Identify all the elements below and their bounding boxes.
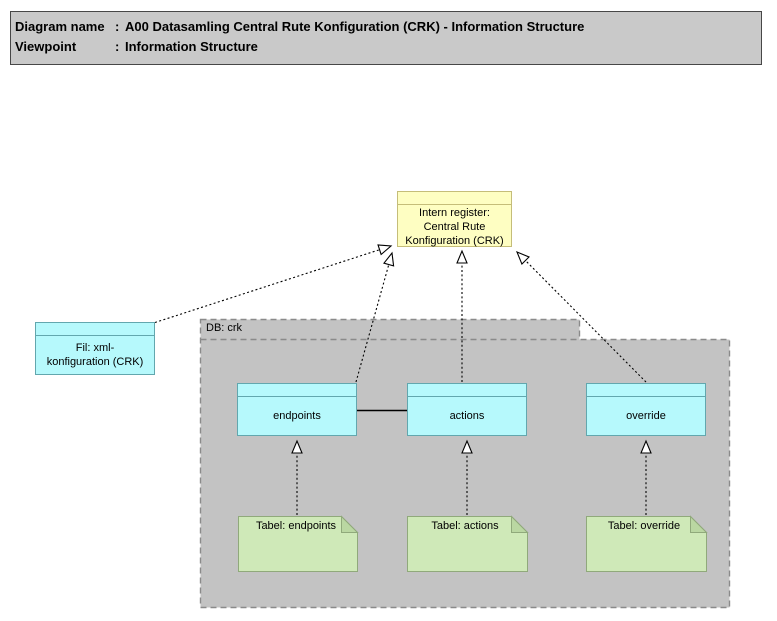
object-override[interactable]: override bbox=[586, 383, 706, 436]
note-tabel-endpoints-label: Tabel: endpoints bbox=[255, 520, 337, 532]
note-tabel-override[interactable] bbox=[586, 515, 708, 572]
note-body bbox=[407, 516, 528, 572]
db-crk-label: DB: crk bbox=[206, 322, 243, 334]
object-header-compartment bbox=[408, 384, 526, 397]
diagram-name-row: Diagram name: A00 Datasamling Central Rut… bbox=[15, 17, 761, 37]
object-override-label: override bbox=[626, 410, 666, 422]
object-endpoints[interactable]: endpoints bbox=[237, 383, 357, 436]
note-tabel-actions-label: Tabel: actions bbox=[431, 520, 499, 532]
object-header-compartment bbox=[238, 384, 356, 397]
diagram-name-colon: : bbox=[115, 19, 120, 34]
viewpoint-value: Information Structure bbox=[125, 39, 258, 54]
note-tabel-actions[interactable] bbox=[407, 515, 529, 572]
viewpoint-label: Viewpoint bbox=[15, 39, 77, 54]
object-intern-register[interactable]: Intern register: Central Rute Konfigurat… bbox=[397, 191, 512, 247]
object-endpoints-label: endpoints bbox=[273, 410, 321, 422]
object-header-compartment bbox=[398, 192, 511, 205]
note-body bbox=[238, 516, 358, 572]
viewpoint-colon: : bbox=[115, 39, 120, 54]
note-fold-corner-icon bbox=[511, 515, 529, 533]
diagram-name-label: Diagram name bbox=[15, 19, 105, 34]
object-actions[interactable]: actions bbox=[407, 383, 527, 436]
connector-endpoints-to-register[interactable] bbox=[355, 251, 395, 383]
diagram-name-value: A00 Datasamling Central Rute Konfigurati… bbox=[125, 19, 585, 34]
object-header-compartment bbox=[36, 323, 154, 336]
note-body bbox=[586, 516, 707, 572]
object-fil-label: Fil: xml- konfiguration (CRK) bbox=[46, 342, 144, 368]
note-tabel-endpoints[interactable] bbox=[238, 515, 359, 572]
object-header-compartment bbox=[587, 384, 705, 397]
object-fil-xml-konfiguration[interactable]: Fil: xml- konfiguration (CRK) bbox=[35, 322, 155, 375]
object-intern-register-label: Intern register: Central Rute Konfigurat… bbox=[405, 207, 504, 247]
note-tabel-override-label: Tabel: override bbox=[607, 520, 681, 532]
object-actions-label: actions bbox=[449, 410, 485, 422]
note-fold-corner-icon bbox=[341, 515, 359, 533]
note-fold-corner-icon bbox=[690, 515, 708, 533]
diagram-title-block: Diagram name: A00 Datasamling Central Rut… bbox=[10, 11, 762, 65]
connector-fil-to-register[interactable] bbox=[154, 244, 393, 324]
viewpoint-row: Viewpoint: Information Structure bbox=[15, 37, 761, 57]
